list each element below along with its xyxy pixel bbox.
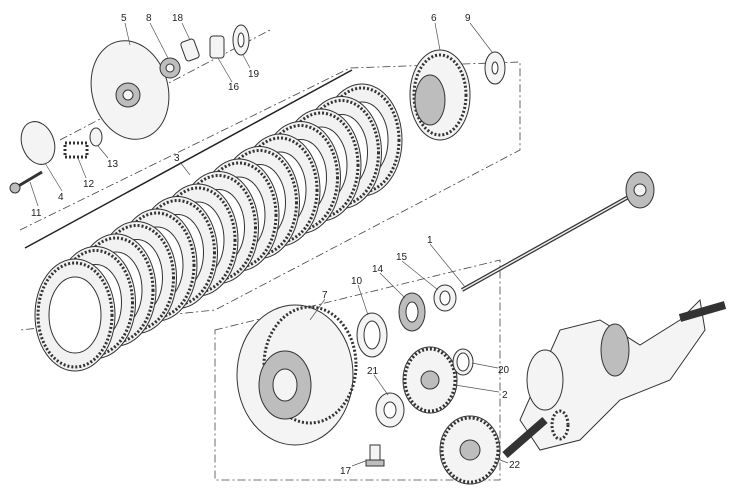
clutch-hub	[409, 49, 471, 141]
bushing-15	[433, 284, 457, 312]
washer	[232, 24, 250, 56]
cover-plate	[20, 121, 56, 165]
clutch-plate-stack	[34, 83, 403, 372]
pushrod-piece	[180, 38, 200, 62]
spring	[63, 141, 89, 159]
part-label-19: 19	[248, 69, 260, 80]
sleeve	[356, 312, 388, 358]
gear-22	[439, 415, 501, 485]
part-label-4: 4	[58, 192, 64, 203]
clutch-basket	[236, 304, 358, 446]
part-label-13: 13	[107, 159, 119, 170]
bushing	[209, 35, 225, 59]
part-label-6: 6	[431, 13, 437, 24]
part-label-20: 20	[498, 365, 510, 376]
part-label-16: 16	[228, 82, 240, 93]
part-label-9: 9	[465, 13, 471, 24]
part-label-3: 3	[174, 153, 180, 164]
part-label-5: 5	[121, 13, 127, 24]
part-label-2: 2	[502, 390, 508, 401]
part-label-14: 14	[372, 264, 384, 275]
screw	[9, 170, 43, 194]
part-label-11: 11	[31, 208, 42, 219]
bearing	[159, 57, 181, 79]
part-label-15: 15	[396, 252, 408, 263]
leader-lines	[29, 22, 509, 467]
bearing-14	[398, 292, 426, 332]
gear-2	[402, 346, 458, 414]
hub-washer	[484, 51, 506, 85]
part-label-10: 10	[351, 276, 363, 287]
clutch-plate	[34, 258, 116, 372]
part-labels: 5 8 18 6 9 19 16 13 12 4 11 3 1 14 15 10…	[31, 13, 521, 477]
part-label-7: 7	[322, 290, 328, 301]
crankshaft	[502, 298, 727, 459]
ring	[89, 127, 103, 147]
plate-stack-bracket	[24, 69, 353, 249]
part-label-22: 22	[509, 460, 521, 471]
part-label-21: 21	[367, 366, 379, 377]
pushrod-shaft	[461, 171, 655, 292]
washer-20	[452, 348, 474, 376]
part-label-1: 1	[427, 235, 433, 246]
part-label-17: 17	[340, 466, 352, 477]
pressure-plate	[90, 40, 170, 140]
part-label-18: 18	[172, 13, 184, 24]
part-label-12: 12	[83, 179, 95, 190]
bushing-21	[375, 392, 405, 428]
bolt-17	[365, 444, 385, 467]
part-label-8: 8	[146, 13, 152, 24]
